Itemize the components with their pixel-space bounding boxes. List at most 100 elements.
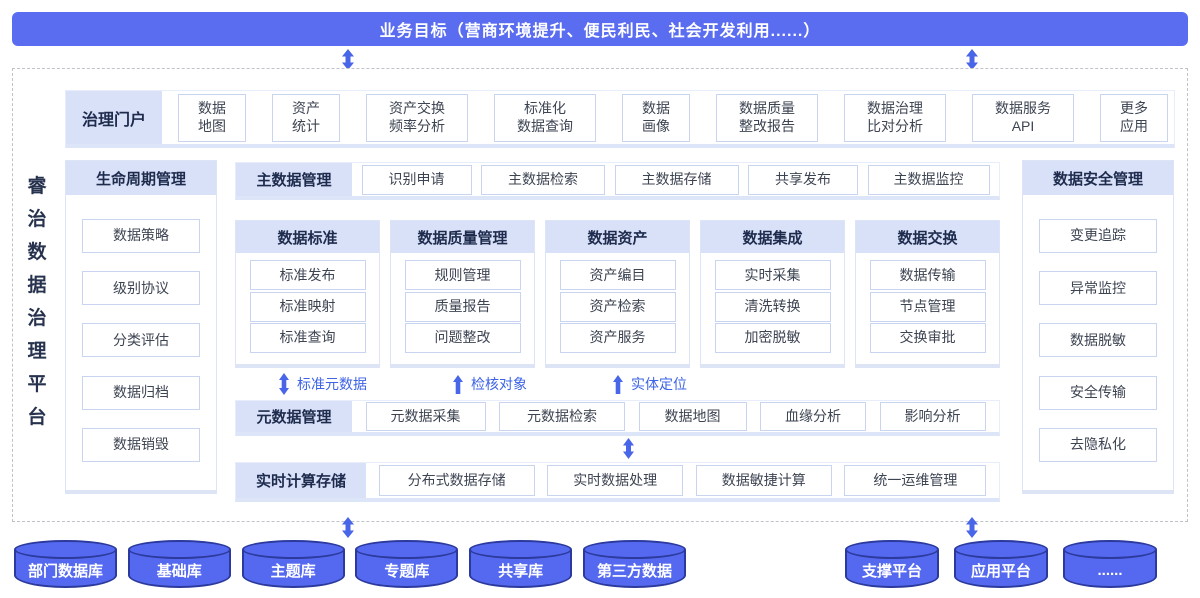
flow-label-text: 实体定位 [631, 376, 687, 392]
card-item: 标准查询 [249, 322, 366, 353]
card-item: 实时采集 [714, 260, 831, 291]
realtime-item: 数据敏捷计算 [695, 465, 832, 496]
security-card: 数据安全管理 变更追踪 异常监控 数据脱敏 安全传输 去隐私化 [1022, 160, 1174, 494]
portal-item-data-map: 数据 地图 [178, 93, 246, 142]
metadata-row-items: 元数据采集 元数据检索 数据地图 血缘分析 影响分析 [352, 401, 999, 432]
lifecycle-card: 生命周期管理 数据策略 级别协议 分类评估 数据归档 数据销毁 [65, 160, 217, 494]
master-data-row-items: 识别申请 主数据检索 主数据存储 共享发布 主数据监控 [352, 163, 999, 196]
lifecycle-item: 分类评估 [82, 323, 200, 358]
database-cylinder-thirdparty: 第三方数据 [582, 540, 686, 588]
flow-label-entity-location: 实体定位 [612, 372, 687, 396]
card-data-integration: 数据集成 实时采集 清洗转换 加密脱敏 [700, 220, 845, 368]
metadata-item: 数据地图 [638, 402, 747, 431]
portal-item-exchange-frequency: 资产交换 频率分析 [366, 93, 468, 142]
platform-title: 睿治数据治理平台 [27, 176, 47, 428]
lifecycle-item: 数据销毁 [82, 427, 200, 462]
card-data-integration-header: 数据集成 [701, 221, 844, 253]
metadata-item: 影响分析 [879, 402, 986, 431]
card-item: 数据传输 [869, 260, 986, 291]
realtime-item: 实时数据处理 [547, 465, 684, 496]
metadata-item: 血缘分析 [760, 402, 866, 431]
flow-label-check-object: 检核对象 [452, 372, 527, 396]
card-item: 资产检索 [559, 291, 676, 322]
database-cylinder-basic: 基础库 [127, 540, 231, 588]
realtime-storage-row-items: 分布式数据存储 实时数据处理 数据敏捷计算 统一运维管理 [366, 463, 999, 498]
database-cylinder-shared: 共享库 [469, 540, 573, 588]
lifecycle-item: 级别协议 [82, 271, 200, 306]
up-down-arrow-icon [965, 49, 979, 70]
card-item: 资产服务 [559, 322, 676, 353]
portal-item-standard-query: 标准化 数据查询 [494, 93, 596, 142]
card-item: 节点管理 [869, 291, 986, 322]
realtime-item: 统一运维管理 [844, 465, 987, 496]
card-data-standard-header: 数据标准 [236, 221, 379, 253]
card-item: 质量报告 [404, 291, 521, 322]
card-data-standard: 数据标准 标准发布 标准映射 标准查询 [235, 220, 380, 368]
up-down-arrow-icon [965, 517, 979, 538]
master-data-item: 主数据监控 [867, 164, 990, 195]
card-item: 加密脱敏 [714, 322, 831, 353]
lifecycle-card-items: 数据策略 级别协议 分类评估 数据归档 数据销毁 [66, 195, 216, 490]
portal-item-asset-stats: 资产 统计 [272, 93, 340, 142]
lifecycle-item: 数据策略 [82, 219, 200, 254]
master-data-item: 识别申请 [361, 164, 472, 195]
database-cylinder-special: 专题库 [355, 540, 459, 588]
portal-item-data-service-api: 数据服务 API [972, 93, 1074, 142]
flow-label-standard-metadata: 标准元数据 [278, 372, 367, 396]
platform-group: 支撑平台 应用平台 ...... [845, 540, 1157, 588]
metadata-row-header: 元数据管理 [236, 401, 352, 432]
master-data-row: 主数据管理 识别申请 主数据检索 主数据存储 共享发布 主数据监控 [235, 162, 1000, 200]
master-data-item: 共享发布 [748, 164, 858, 195]
security-item: 去隐私化 [1039, 427, 1157, 462]
portal-item-quality-report: 数据质量 整改报告 [716, 93, 818, 142]
security-item: 数据脱敏 [1039, 323, 1157, 358]
lifecycle-card-header: 生命周期管理 [66, 161, 216, 195]
up-arrow-icon [453, 374, 463, 394]
capability-cards: 数据标准 标准发布 标准映射 标准查询 数据质量管理 规则管理 质量报告 问题整… [235, 220, 1000, 368]
card-data-quality-header: 数据质量管理 [391, 221, 534, 253]
lifecycle-item: 数据归档 [82, 375, 200, 410]
flow-label-text: 标准元数据 [297, 376, 367, 392]
portal-item-governance-compare: 数据治理 比对分析 [844, 93, 946, 142]
card-data-asset-header: 数据资产 [546, 221, 689, 253]
platform-cylinder-application: 应用平台 [954, 540, 1048, 588]
card-item: 资产编目 [559, 260, 676, 291]
realtime-storage-row-header: 实时计算存储 [236, 463, 366, 498]
up-down-arrow-icon [279, 373, 289, 395]
security-item: 变更追踪 [1039, 219, 1157, 254]
card-data-exchange: 数据交换 数据传输 节点管理 交换审批 [855, 220, 1000, 368]
portal-item-data-profile: 数据 画像 [622, 93, 690, 142]
card-item: 交换审批 [869, 322, 986, 353]
card-data-asset: 数据资产 资产编目 资产检索 资产服务 [545, 220, 690, 368]
metadata-row: 元数据管理 元数据采集 元数据检索 数据地图 血缘分析 影响分析 [235, 400, 1000, 436]
realtime-storage-row: 实时计算存储 分布式数据存储 实时数据处理 数据敏捷计算 统一运维管理 [235, 462, 1000, 502]
security-item: 安全传输 [1039, 375, 1157, 410]
master-data-item: 主数据检索 [481, 164, 605, 195]
flow-label-text: 检核对象 [471, 376, 527, 392]
portal-row: 治理门户 数据 地图 资产 统计 资产交换 频率分析 标准化 数据查询 数据 画… [65, 90, 1175, 148]
up-down-arrow-icon [341, 517, 355, 538]
metadata-item: 元数据检索 [499, 402, 625, 431]
database-cylinder-subject: 主题库 [241, 540, 345, 588]
card-data-quality: 数据质量管理 规则管理 质量报告 问题整改 [390, 220, 535, 368]
metadata-item: 元数据采集 [365, 402, 486, 431]
platform-cylinder-support: 支撑平台 [845, 540, 939, 588]
database-cylinder-department: 部门数据库 [14, 540, 117, 588]
card-item: 规则管理 [404, 260, 521, 291]
business-goal-banner: 业务目标（营商环境提升、便民利民、社会开发利用......） [12, 12, 1188, 46]
security-card-header: 数据安全管理 [1023, 161, 1173, 195]
master-data-item: 主数据存储 [614, 164, 739, 195]
master-data-row-header: 主数据管理 [236, 163, 352, 196]
up-arrow-icon [613, 374, 623, 394]
security-item: 异常监控 [1039, 271, 1157, 306]
platform-cylinder-more: ...... [1063, 540, 1157, 588]
up-down-arrow-icon [622, 438, 635, 459]
up-down-arrow-icon [341, 49, 355, 70]
portal-row-items: 数据 地图 资产 统计 资产交换 频率分析 标准化 数据查询 数据 画像 数据质… [162, 91, 1174, 144]
portal-row-header: 治理门户 [66, 91, 162, 144]
realtime-item: 分布式数据存储 [378, 465, 535, 496]
card-item: 清洗转换 [714, 291, 831, 322]
portal-item-more-apps: 更多 应用 [1100, 93, 1168, 142]
card-item: 标准映射 [249, 291, 366, 322]
